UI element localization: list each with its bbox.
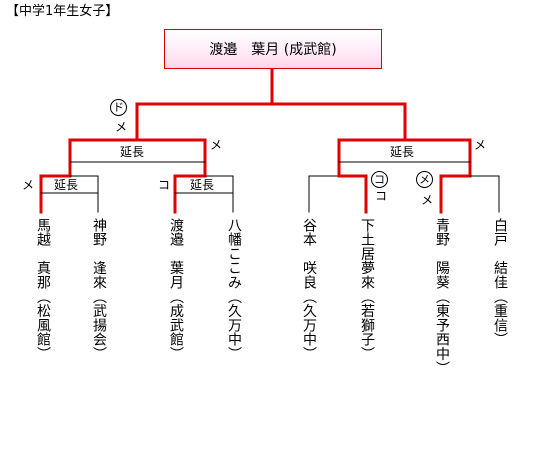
semi-right-line-winner [403,138,472,178]
player-7: 青野 陽葵（東予西中） [432,218,450,375]
player-team: （重信） [492,289,508,347]
player-team: （成武館） [168,289,184,362]
player-name: 下土居夢來 [359,218,375,290]
player-2: 神野 逢來（武揚会） [89,218,107,361]
qf2-line-loser [204,175,234,213]
page-title: 【中学1年生女子】 [6,4,119,19]
player-name: 神野 逢來 [91,218,107,290]
player-8: 白戸 結佳（重信） [490,218,508,347]
qf4-line-winner [439,174,472,214]
extension-label-qf1: 延長 [54,178,79,192]
player-team: （久万中） [301,289,317,362]
player-team: （東予西中） [434,289,450,376]
qf2-mark: コ [158,178,171,192]
qf3-circle-mark: コ [371,171,388,188]
semi-left-mark: メ [210,138,223,152]
semi-right-mark: メ [474,138,487,152]
qf4-line-loser [469,175,500,213]
semi-left-line-winner [68,138,139,178]
extension-label-qf2: 延長 [190,178,215,192]
champion-box: 渡邉 葉月 (成武館) [164,29,382,69]
player-1: 馬越 真那（松風館） [33,218,51,361]
final-line-winner [135,67,274,142]
player-team: （松風館） [35,289,51,362]
qf2-line-winner [173,174,207,214]
player-5: 谷本 咲良（久万中） [299,218,317,361]
extension-label-semi-left: 延長 [120,145,145,159]
champion-name: 渡邉 葉月 (成武館) [209,42,337,58]
qf1-line-winner [39,174,72,214]
player-team: （武揚会） [91,289,107,362]
player-3: 渡邉 葉月（成武館） [166,218,184,361]
final-left-mark: メ [115,120,128,134]
qf4-circle-mark: メ [416,171,433,188]
qf3-mark: コ [375,189,388,203]
player-name: 白戸 結佳 [492,218,508,290]
final-line-right [270,102,407,142]
player-team: （若獅子） [359,289,375,362]
qf4-mark: メ [421,193,434,207]
player-6: 下土居夢來（若獅子） [357,218,375,361]
semi-right-line-loser [337,138,407,178]
semi-left-line-loser [135,138,207,178]
player-name: 八幡ここみ [226,218,242,290]
player-name: 馬越 真那 [35,218,51,290]
qf1-mark: メ [22,178,35,192]
player-name: 谷本 咲良 [301,218,317,290]
player-name: 青野 陽葵 [434,218,450,290]
qf3-line-loser [308,175,340,213]
player-4: 八幡ここみ（久万中） [224,218,242,361]
player-name: 渡邉 葉月 [168,218,184,290]
qf3-line-winner [337,174,368,214]
extension-label-semi-right: 延長 [390,145,415,159]
player-team: （久万中） [226,289,242,362]
qf1-line-loser [69,175,99,213]
final-left-circle-mark: ド [110,99,127,116]
